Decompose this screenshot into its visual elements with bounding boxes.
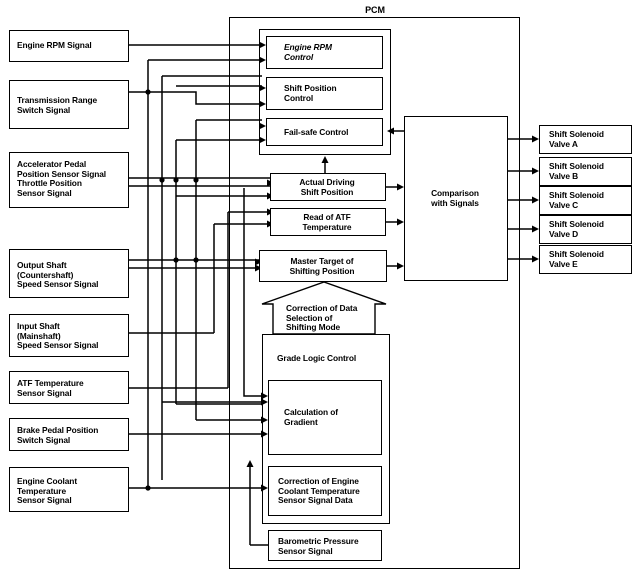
shift-position-control-label: Shift Position Control: [284, 83, 337, 103]
output-box-shift-solenoid-valve-d: Shift Solenoid Valve D: [539, 215, 632, 244]
arrow-head: [532, 255, 539, 263]
arrow-head: [532, 196, 539, 204]
input-box-output-shaft-speed-sensor-signal: Output Shaft (Countershaft) Speed Sensor…: [9, 249, 129, 298]
correction-data-shifting-mode-label: Correction of Data Selection of Shifting…: [286, 303, 358, 332]
read-atf-temperature-box: Read of ATF Temperature: [270, 208, 386, 236]
comparison-with-signals-label: Comparison with Signals: [431, 188, 479, 208]
junction-dot: [159, 177, 165, 183]
barometric-pressure-sensor-box: Barometric Pressure Sensor Signal: [268, 530, 382, 561]
master-target-shifting-position-label: Master Target of Shifting Position: [289, 256, 355, 276]
output-label-shift-solenoid-valve-b: Shift Solenoid Valve B: [549, 161, 604, 181]
input-label-accelerator-throttle-sensor-signal: Accelerator Pedal Position Sensor Signal…: [17, 159, 107, 198]
fail-safe-control-box: Fail-safe Control: [266, 118, 383, 146]
master-target-shifting-position-box: Master Target of Shifting Position: [259, 250, 387, 282]
fail-safe-control-label: Fail-safe Control: [284, 127, 349, 137]
output-label-shift-solenoid-valve-d: Shift Solenoid Valve D: [549, 219, 604, 239]
input-label-atf-temperature-sensor-signal: ATF Temperature Sensor Signal: [17, 378, 84, 398]
junction-dot: [145, 89, 151, 95]
junction-dot: [173, 257, 179, 263]
pcm-frame: [229, 17, 520, 569]
output-box-shift-solenoid-valve-b: Shift Solenoid Valve B: [539, 157, 632, 186]
pcm-title: PCM: [365, 5, 385, 15]
correction-coolant-data-box: Correction of Engine Coolant Temperature…: [268, 466, 382, 516]
input-label-engine-rpm-signal: Engine RPM Signal: [17, 40, 92, 50]
control-group-frame: [259, 29, 391, 155]
input-box-atf-temperature-sensor-signal: ATF Temperature Sensor Signal: [9, 371, 129, 404]
input-box-input-shaft-speed-sensor-signal: Input Shaft (Mainshaft) Speed Sensor Sig…: [9, 314, 129, 357]
input-label-input-shaft-speed-sensor-signal: Input Shaft (Mainshaft) Speed Sensor Sig…: [17, 321, 99, 350]
actual-driving-shift-position-label: Actual Driving Shift Position: [299, 177, 355, 197]
read-atf-temperature-label: Read of ATF Temperature: [302, 212, 352, 232]
output-label-shift-solenoid-valve-a: Shift Solenoid Valve A: [549, 129, 604, 149]
arrow-head: [532, 135, 539, 143]
input-box-transmission-range-switch-signal: Transmission Range Switch Signal: [9, 80, 129, 129]
engine-rpm-control-label: Engine RPM Control: [284, 42, 332, 62]
input-box-brake-pedal-position-switch-signal: Brake Pedal Position Switch Signal: [9, 418, 129, 451]
output-box-shift-solenoid-valve-e: Shift Solenoid Valve E: [539, 245, 632, 274]
shift-position-control-box: Shift Position Control: [266, 77, 383, 110]
output-box-shift-solenoid-valve-c: Shift Solenoid Valve C: [539, 186, 632, 215]
grade-logic-control-frame: Grade Logic Control: [262, 334, 390, 524]
output-box-shift-solenoid-valve-a: Shift Solenoid Valve A: [539, 125, 632, 154]
calculation-of-gradient-label: Calculation of Gradient: [284, 407, 338, 427]
input-box-accelerator-throttle-sensor-signal: Accelerator Pedal Position Sensor Signal…: [9, 152, 129, 208]
comparison-with-signals-box: Comparison with Signals: [404, 116, 508, 281]
input-label-brake-pedal-position-switch-signal: Brake Pedal Position Switch Signal: [17, 425, 99, 445]
junction-dot: [193, 257, 199, 263]
input-box-engine-coolant-temperature-sensor-signal: Engine Coolant Temperature Sensor Signal: [9, 467, 129, 512]
actual-driving-shift-position-box: Actual Driving Shift Position: [270, 173, 386, 201]
output-label-shift-solenoid-valve-e: Shift Solenoid Valve E: [549, 249, 604, 269]
engine-rpm-control-box: Engine RPM Control: [266, 36, 383, 69]
junction-dot: [145, 485, 151, 491]
arrow-head: [532, 167, 539, 175]
input-box-engine-rpm-signal: Engine RPM Signal: [9, 30, 129, 62]
grade-logic-control-label: Grade Logic Control: [277, 353, 357, 363]
input-label-engine-coolant-temperature-sensor-signal: Engine Coolant Temperature Sensor Signal: [17, 476, 78, 505]
arrow-head: [532, 225, 539, 233]
junction-dot: [193, 177, 199, 183]
input-label-transmission-range-switch-signal: Transmission Range Switch Signal: [17, 95, 98, 115]
output-label-shift-solenoid-valve-c: Shift Solenoid Valve C: [549, 190, 604, 210]
input-label-output-shaft-speed-sensor-signal: Output Shaft (Countershaft) Speed Sensor…: [17, 260, 99, 289]
junction-dot: [173, 177, 179, 183]
barometric-pressure-sensor-label: Barometric Pressure Sensor Signal: [278, 536, 359, 556]
correction-coolant-data-label: Correction of Engine Coolant Temperature…: [278, 476, 360, 505]
calculation-of-gradient-box: Calculation of Gradient: [268, 380, 382, 455]
